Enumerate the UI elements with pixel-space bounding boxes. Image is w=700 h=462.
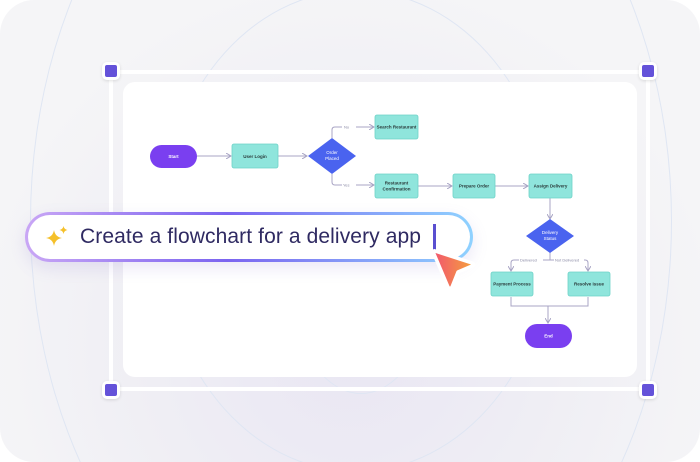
selection-frame-top xyxy=(111,70,649,74)
node-search-restaurant-label: Search Restaurant xyxy=(377,125,417,130)
prompt-text: Create a flowchart for a delivery app xyxy=(80,225,422,248)
resize-handle-bottom-right[interactable] xyxy=(639,381,657,399)
node-assign-delivery-label: Assign Delivery xyxy=(534,184,568,189)
node-restaurant-confirmation-label-1: Restaurant xyxy=(385,181,409,186)
node-delivery-status[interactable] xyxy=(526,219,574,253)
node-payment-process-label: Payment Process xyxy=(493,282,531,287)
ai-prompt-input[interactable]: Create a flowchart for a delivery app xyxy=(25,212,473,262)
edge-label-yes: Yes xyxy=(343,183,350,188)
node-end[interactable] xyxy=(525,324,572,348)
node-delivery-status-label-2: Status xyxy=(544,236,558,241)
flowchart-diagram: No Yes Delivered Not Delivered Start Use… xyxy=(150,114,611,348)
node-order-placed-label-1: Order xyxy=(326,150,338,155)
sparkles-icon xyxy=(44,224,70,250)
node-resolve-issue[interactable] xyxy=(567,271,611,297)
node-restaurant-confirmation-label-2: Confirmation xyxy=(383,187,411,192)
node-assign-delivery[interactable] xyxy=(528,173,573,199)
selection-frame-right xyxy=(646,71,650,389)
ai-prompt-field[interactable]: Create a flowchart for a delivery app xyxy=(28,215,470,259)
node-restaurant-confirmation[interactable] xyxy=(374,173,419,199)
resize-handle-bottom-left[interactable] xyxy=(102,381,120,399)
node-order-placed[interactable] xyxy=(308,138,356,174)
edge-label-delivered: Delivered xyxy=(520,258,537,263)
resize-handle-top-right[interactable] xyxy=(639,62,657,80)
node-delivery-status-label-1: Delivery xyxy=(542,230,559,235)
node-end-label: End xyxy=(544,334,553,339)
node-start[interactable] xyxy=(150,145,197,168)
resize-handle-top-left[interactable] xyxy=(102,62,120,80)
node-prepare-order[interactable] xyxy=(452,173,496,199)
edge-label-no: No xyxy=(344,125,350,130)
node-prepare-order-label: Prepare Order xyxy=(459,184,490,189)
pointer-cursor-icon xyxy=(430,245,480,302)
edge-label-not-delivered: Not Delivered xyxy=(555,258,579,263)
node-order-placed-label-2: Placed xyxy=(325,156,339,161)
node-resolve-issue-label: Resolve Issue xyxy=(574,282,605,287)
selection-frame-bottom xyxy=(111,387,649,391)
node-payment-process[interactable] xyxy=(490,271,534,297)
node-search-restaurant[interactable] xyxy=(374,114,419,140)
node-user-login[interactable] xyxy=(231,143,279,169)
connectors xyxy=(197,127,588,323)
node-start-label: Start xyxy=(168,154,179,159)
text-caret xyxy=(433,224,436,250)
node-user-login-label: User Login xyxy=(243,154,267,159)
